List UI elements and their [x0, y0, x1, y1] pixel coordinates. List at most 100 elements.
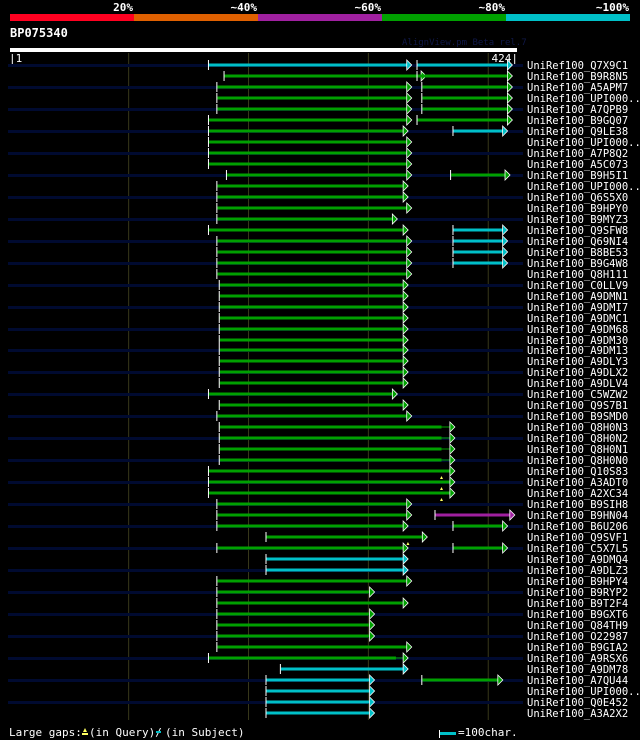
hit-label[interactable]: UniRef100_B6U206 [527, 521, 628, 533]
hit-row[interactable]: UniRef100_B9HPY4 [216, 575, 628, 588]
hit-label[interactable]: UniRef100_A9DM30 [527, 335, 628, 347]
hit-label[interactable]: UniRef100_A7QU44 [527, 675, 628, 687]
hit-row[interactable]: UniRef100_Q9S7B1 [218, 399, 628, 412]
hit-label[interactable]: UniRef100_B8BE53 [527, 247, 628, 259]
hit-row[interactable]: UniRef100_B9R8N5 [223, 70, 629, 83]
hit-label[interactable]: UniRef100_B9R8N5 [527, 71, 628, 83]
hit-row[interactable]: UniRef100_Q0E452 [8, 696, 628, 709]
hit-label[interactable]: UniRef100_Q69NI4 [527, 236, 628, 248]
hit-row[interactable]: UniRef100_Q6S5X0 [8, 191, 628, 204]
hit-label[interactable]: UniRef100_A5APM7 [527, 82, 628, 94]
hit-row[interactable]: UniRef100_A9DM30 [218, 334, 628, 347]
hit-row[interactable]: UniRef100_UPI000.. [207, 136, 640, 149]
hit-label[interactable]: UniRef100_B9HPY0 [527, 203, 628, 215]
hit-label[interactable]: UniRef100_Q8H111 [527, 269, 628, 281]
hit-label[interactable]: UniRef100_A9DLZ3 [527, 565, 628, 577]
hit-row[interactable]: UniRef100_B9MYZ3 [8, 213, 628, 226]
hit-row[interactable]: UniRef100_B9HPY0 [216, 202, 628, 215]
hit-label[interactable]: UniRef100_Q8H0N3 [527, 422, 628, 434]
hit-label[interactable]: UniRef100_B9SIH8 [527, 499, 628, 511]
hit-label[interactable]: UniRef100_B9MYZ3 [527, 214, 628, 226]
hit-row[interactable]: UniRef100_Q8H0N0 [8, 454, 628, 467]
hit-row[interactable]: UniRef100_B9GIA2 [216, 641, 628, 654]
hit-label[interactable]: UniRef100_B9T2F4 [527, 598, 628, 610]
hit-label[interactable]: UniRef100_Q7X9C1 [527, 60, 628, 72]
hit-label[interactable]: UniRef100_O22987 [527, 631, 628, 643]
hit-row[interactable]: UniRef100_Q84TH9 [216, 619, 628, 632]
hit-row[interactable]: UniRef100_A9DLY3 [218, 355, 628, 368]
hit-row[interactable]: UniRef100_Q9LE38 [8, 125, 628, 138]
hit-row[interactable]: UniRef100_Q8H0N3 [218, 421, 628, 434]
hit-label[interactable]: UniRef100_Q9SVF1 [527, 532, 628, 544]
hit-row[interactable]: UniRef100_Q69NI4 [8, 235, 628, 248]
hit-label[interactable]: UniRef100_Q8H0N2 [527, 433, 628, 445]
hit-row[interactable]: UniRef100_B9RYP2 [8, 586, 628, 599]
hit-label[interactable]: UniRef100_B9GXT6 [527, 609, 628, 621]
hit-label[interactable]: UniRef100_Q9S7B1 [527, 400, 628, 412]
hit-row[interactable]: UniRef100_A9DMN1 [218, 290, 628, 303]
hit-row[interactable]: UniRef100_A7P8Q2 [8, 147, 628, 160]
hit-row[interactable]: UniRef100_A7QU44 [8, 674, 628, 687]
hit-row[interactable]: UniRef100_B9H5I1 [8, 169, 628, 182]
hit-label[interactable]: UniRef100_UPI000.. [527, 686, 640, 698]
hit-row[interactable]: UniRef100_A9DMI7 [8, 301, 628, 314]
hit-label[interactable]: UniRef100_Q9LE38 [527, 126, 628, 138]
hit-row[interactable]: UniRef100_A3A2X2 [265, 707, 628, 720]
hit-label[interactable]: UniRef100_A5C073 [527, 159, 628, 171]
hit-label[interactable]: UniRef100_A9DLV4 [527, 378, 628, 390]
hit-row[interactable]: UniRef100_UPI000.. [216, 180, 640, 193]
hit-row[interactable]: UniRef100_UPI000.. [216, 92, 640, 105]
hit-label[interactable]: UniRef100_B9SMD0 [527, 411, 628, 423]
hit-row[interactable]: UniRef100_Q8H0N2 [8, 432, 628, 445]
hit-row[interactable]: UniRef100_A9RSX6 [8, 652, 628, 665]
hit-label[interactable]: UniRef100_B9G4W8 [527, 258, 628, 270]
hit-row[interactable]: UniRef100_B6U206 [8, 520, 628, 533]
hit-label[interactable]: UniRef100_C5WZW2 [527, 389, 628, 401]
hit-label[interactable]: UniRef100_C5X7L5 [527, 543, 628, 555]
hit-label[interactable]: UniRef100_B9RYP2 [527, 587, 628, 599]
hit-row[interactable]: UniRef100_C0LLV9 [8, 279, 628, 292]
hit-row[interactable]: UniRef100_A9DMC1 [218, 312, 628, 325]
hit-row[interactable]: UniRef100_Q8H0N1 [218, 443, 628, 456]
hit-label[interactable]: UniRef100_Q0E452 [527, 697, 628, 709]
hit-label[interactable]: UniRef100_A9DMQ4 [527, 554, 628, 566]
hit-label[interactable]: UniRef100_Q8H0N0 [527, 455, 628, 467]
hit-label[interactable]: UniRef100_A7QPB9 [527, 104, 628, 116]
hit-row[interactable]: UniRef100_Q9SVF1 [265, 531, 628, 545]
hit-row[interactable]: UniRef100_A9DLZ3 [8, 564, 628, 577]
hit-row[interactable]: UniRef100_Q7X9C1 [8, 59, 628, 72]
hit-row[interactable]: UniRef100_Q8H111 [216, 268, 628, 281]
hit-row[interactable]: UniRef100_A9DM13 [8, 344, 628, 357]
hit-row[interactable]: UniRef100_B8BE53 [216, 246, 628, 259]
hit-label[interactable]: UniRef100_Q6S5X0 [527, 192, 628, 204]
hit-label[interactable]: UniRef100_A7P8Q2 [527, 148, 628, 160]
hit-label[interactable]: UniRef100_UPI000.. [527, 181, 640, 193]
hit-row[interactable]: UniRef100_A9DMQ4 [265, 553, 628, 566]
hit-row[interactable]: UniRef100_A5C073 [207, 158, 628, 171]
hit-label[interactable]: UniRef100_UPI000.. [527, 93, 640, 105]
hit-label[interactable]: UniRef100_B9H5I1 [527, 170, 628, 182]
hit-label[interactable]: UniRef100_C0LLV9 [527, 280, 628, 292]
hit-row[interactable]: UniRef100_B9G4W8 [8, 257, 628, 270]
hit-row[interactable]: UniRef100_A9DLV4 [218, 377, 628, 390]
hit-row[interactable]: UniRef100_A9DM68 [8, 323, 628, 336]
hit-row[interactable]: UniRef100_O22987 [8, 630, 628, 643]
hit-row[interactable]: UniRef100_A7QPB9 [8, 103, 628, 116]
hit-label[interactable]: UniRef100_A9DMI7 [527, 302, 628, 314]
hit-label[interactable]: UniRef100_A2XC34 [527, 488, 628, 500]
hit-row[interactable]: UniRef100_B9SMD0 [8, 410, 628, 423]
hit-row[interactable]: UniRef100_C5WZW2 [8, 388, 628, 401]
hit-label[interactable]: UniRef100_Q84TH9 [527, 620, 628, 632]
hit-row[interactable]: UniRef100_A2XC34 [207, 487, 628, 501]
hit-label[interactable]: UniRef100_A9DM68 [527, 324, 628, 336]
hit-label[interactable]: UniRef100_B9GQ07 [527, 115, 628, 127]
hit-label[interactable]: UniRef100_Q10S83 [527, 466, 628, 478]
hit-label[interactable]: UniRef100_Q8H0N1 [527, 444, 628, 456]
hit-row[interactable]: UniRef100_Q10S83 [207, 465, 628, 479]
hit-row[interactable]: UniRef100_C5X7L5 [8, 542, 628, 555]
hit-row[interactable]: UniRef100_A5APM7 [8, 81, 628, 94]
hit-label[interactable]: UniRef100_A3A2X2 [527, 708, 628, 720]
hit-label[interactable]: UniRef100_A9RSX6 [527, 653, 628, 665]
hit-row[interactable]: UniRef100_B9SIH8 [8, 498, 628, 511]
hit-row[interactable]: UniRef100_B9T2F4 [216, 597, 628, 610]
